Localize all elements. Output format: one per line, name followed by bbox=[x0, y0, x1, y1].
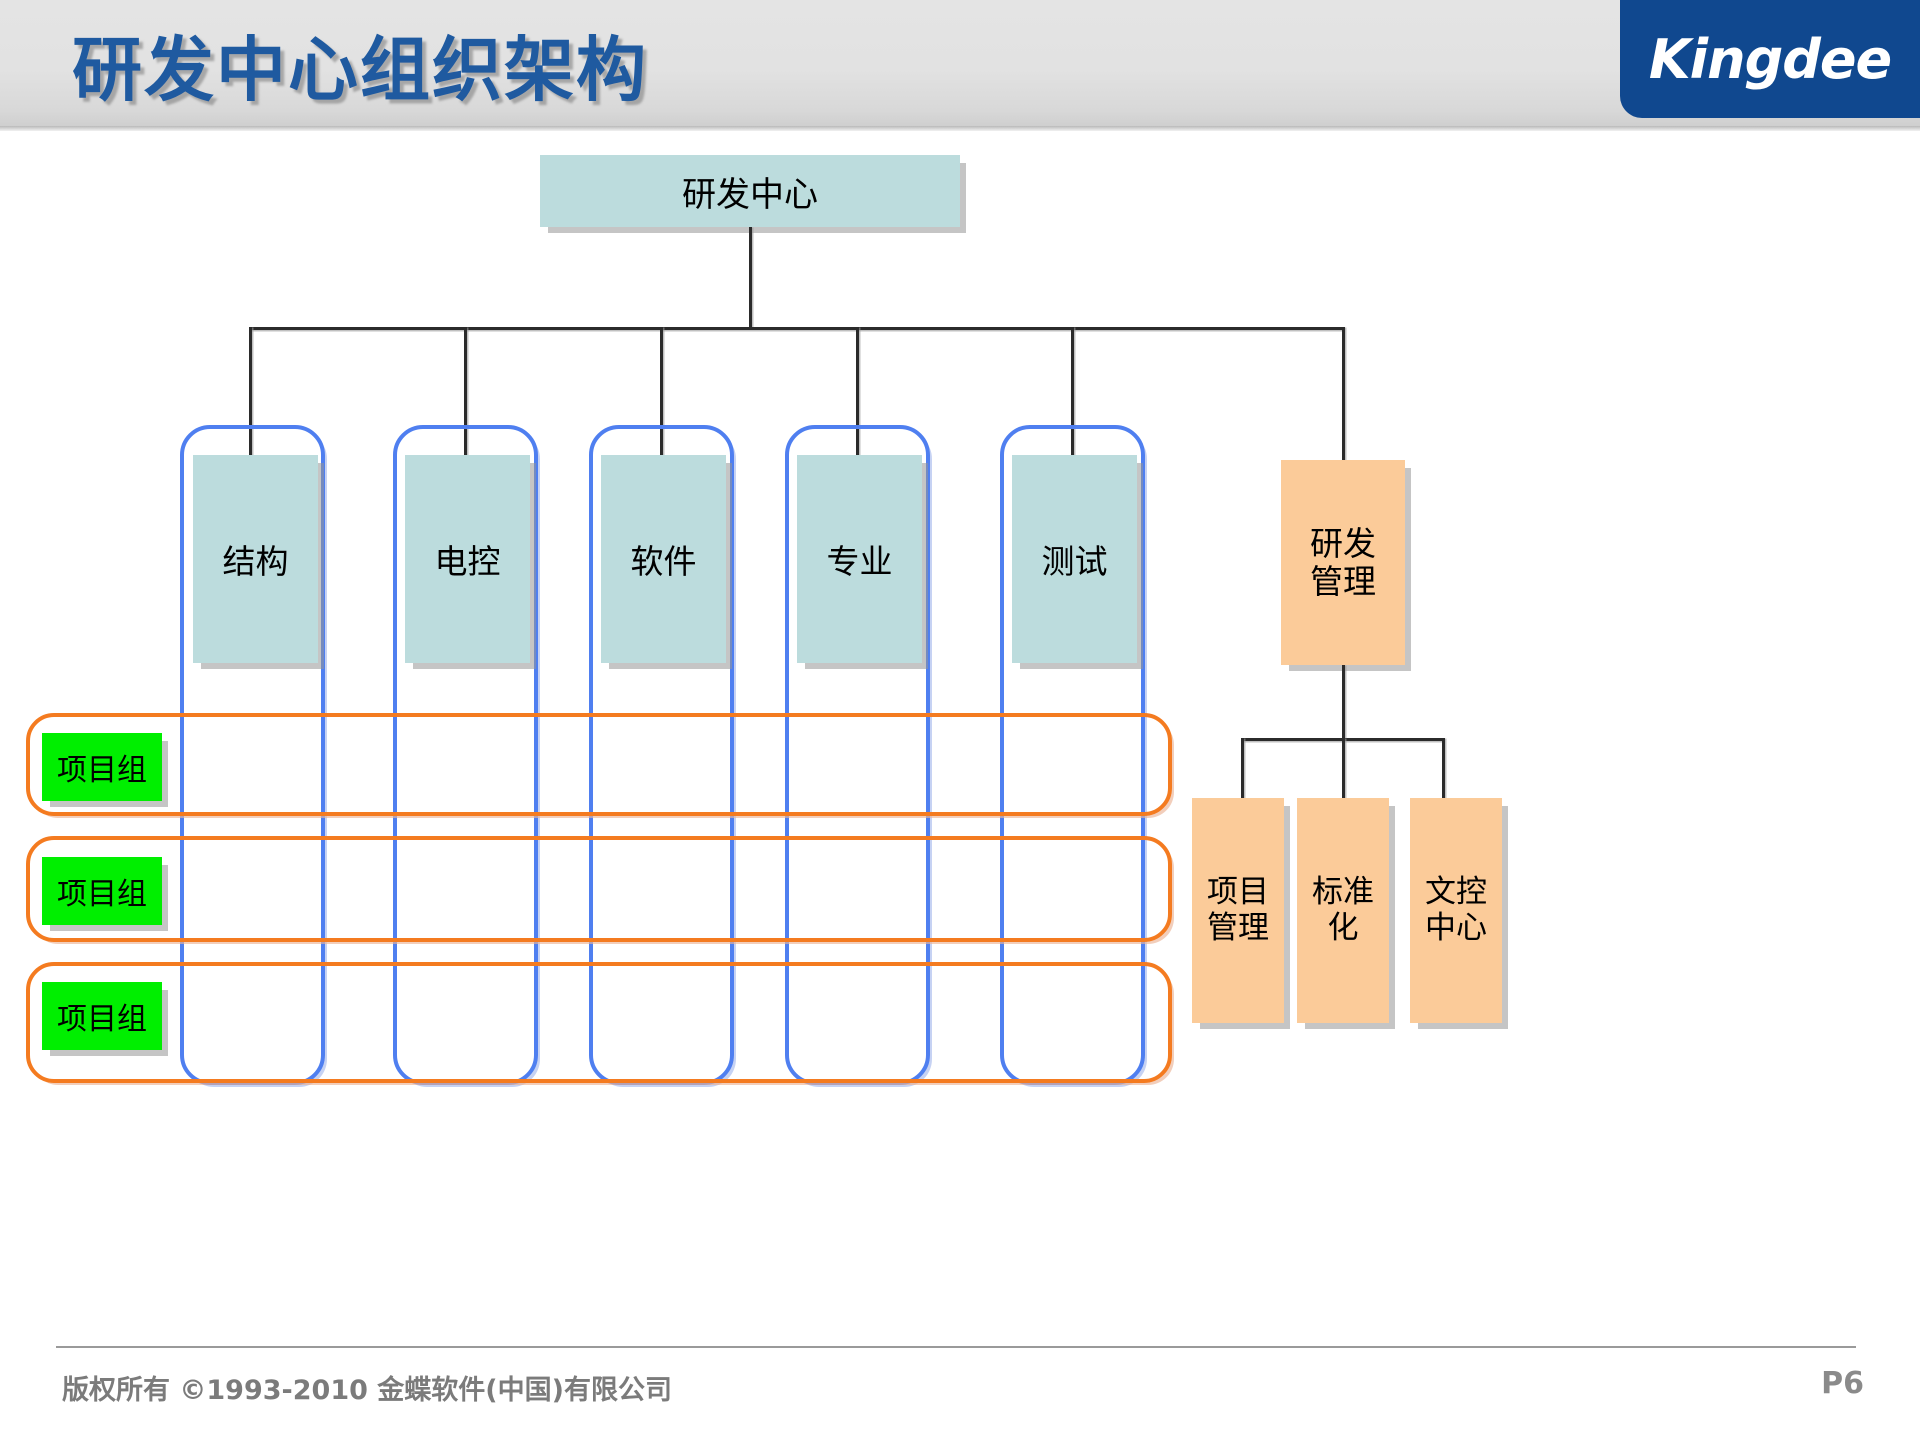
connector-horizontal-bus bbox=[249, 327, 1345, 330]
connector-drop-doc-control bbox=[1442, 738, 1445, 800]
group-outline-electrical bbox=[393, 425, 538, 1085]
node-project-group-1[interactable]: 项目组 bbox=[42, 733, 162, 801]
node-dept-software-label: 软件 bbox=[630, 542, 697, 581]
node-dept-testing[interactable]: 测试 bbox=[1012, 455, 1137, 663]
node-root-label: 研发中心 bbox=[682, 174, 818, 215]
group-outline-software bbox=[589, 425, 734, 1085]
node-dept-testing-label: 测试 bbox=[1041, 542, 1108, 581]
node-project-group-3-label: 项目组 bbox=[57, 1002, 147, 1037]
group-outline-testing bbox=[1000, 425, 1145, 1085]
node-project-management-label-line2: 管理 bbox=[1207, 909, 1269, 946]
row-outline-2 bbox=[26, 836, 1172, 942]
group-outline-specialty bbox=[785, 425, 930, 1085]
connector-drop-dept-5 bbox=[1071, 327, 1074, 467]
connector-drop-standardization bbox=[1342, 738, 1345, 800]
kingdee-logo: Kingdee bbox=[1620, 0, 1920, 118]
node-project-group-2-label: 项目组 bbox=[57, 877, 147, 912]
node-root[interactable]: 研发中心 bbox=[540, 155, 960, 227]
node-project-management-label-line1: 项目 bbox=[1207, 873, 1269, 910]
node-project-management[interactable]: 项目 管理 bbox=[1192, 798, 1284, 1023]
footer-copyright: 版权所有 ©1993-2010 金蝶软件(中国)有限公司 bbox=[62, 1375, 672, 1406]
footer-divider bbox=[56, 1346, 1856, 1348]
logo-text: Kingdee bbox=[1648, 27, 1892, 91]
node-dept-software[interactable]: 软件 bbox=[601, 455, 726, 663]
node-project-group-1-label: 项目组 bbox=[57, 753, 147, 788]
node-project-group-3[interactable]: 项目组 bbox=[42, 982, 162, 1050]
connector-drop-project-management bbox=[1241, 738, 1244, 800]
node-dept-structure[interactable]: 结构 bbox=[193, 455, 318, 663]
connector-drop-dept-1 bbox=[249, 327, 252, 467]
connector-drop-management bbox=[1342, 327, 1345, 462]
node-doc-control-center-label-line2: 中心 bbox=[1425, 909, 1487, 946]
row-outline-3 bbox=[26, 962, 1172, 1083]
header-divider bbox=[0, 126, 1920, 131]
connector-management-stem bbox=[1342, 665, 1345, 740]
node-rd-management-label-line1: 研发 bbox=[1310, 523, 1376, 563]
header-band bbox=[0, 0, 1920, 126]
footer-page-number: P6 bbox=[1821, 1366, 1864, 1401]
node-dept-structure-label: 结构 bbox=[222, 542, 289, 581]
page-title: 研发中心组织架构 bbox=[72, 29, 648, 111]
connector-drop-dept-4 bbox=[856, 327, 859, 467]
node-standardization-label-line2: 化 bbox=[1327, 909, 1359, 946]
node-rd-management-label-line2: 管理 bbox=[1310, 561, 1376, 601]
node-dept-specialty[interactable]: 专业 bbox=[797, 455, 922, 663]
connector-drop-dept-2 bbox=[464, 327, 467, 467]
node-doc-control-center[interactable]: 文控 中心 bbox=[1410, 798, 1502, 1023]
connector-drop-dept-3 bbox=[660, 327, 663, 467]
node-standardization-label-line1: 标准 bbox=[1312, 873, 1374, 910]
group-outline-structure bbox=[180, 425, 325, 1085]
node-dept-electrical-label: 电控 bbox=[434, 542, 501, 581]
row-outline-1 bbox=[26, 713, 1172, 816]
connector-root-stem bbox=[749, 227, 752, 328]
node-rd-management[interactable]: 研发 管理 bbox=[1281, 460, 1405, 665]
node-doc-control-center-label-line1: 文控 bbox=[1425, 873, 1487, 910]
node-dept-specialty-label: 专业 bbox=[826, 542, 893, 581]
node-dept-electrical[interactable]: 电控 bbox=[405, 455, 530, 663]
node-project-group-2[interactable]: 项目组 bbox=[42, 857, 162, 925]
node-standardization[interactable]: 标准 化 bbox=[1297, 798, 1389, 1023]
